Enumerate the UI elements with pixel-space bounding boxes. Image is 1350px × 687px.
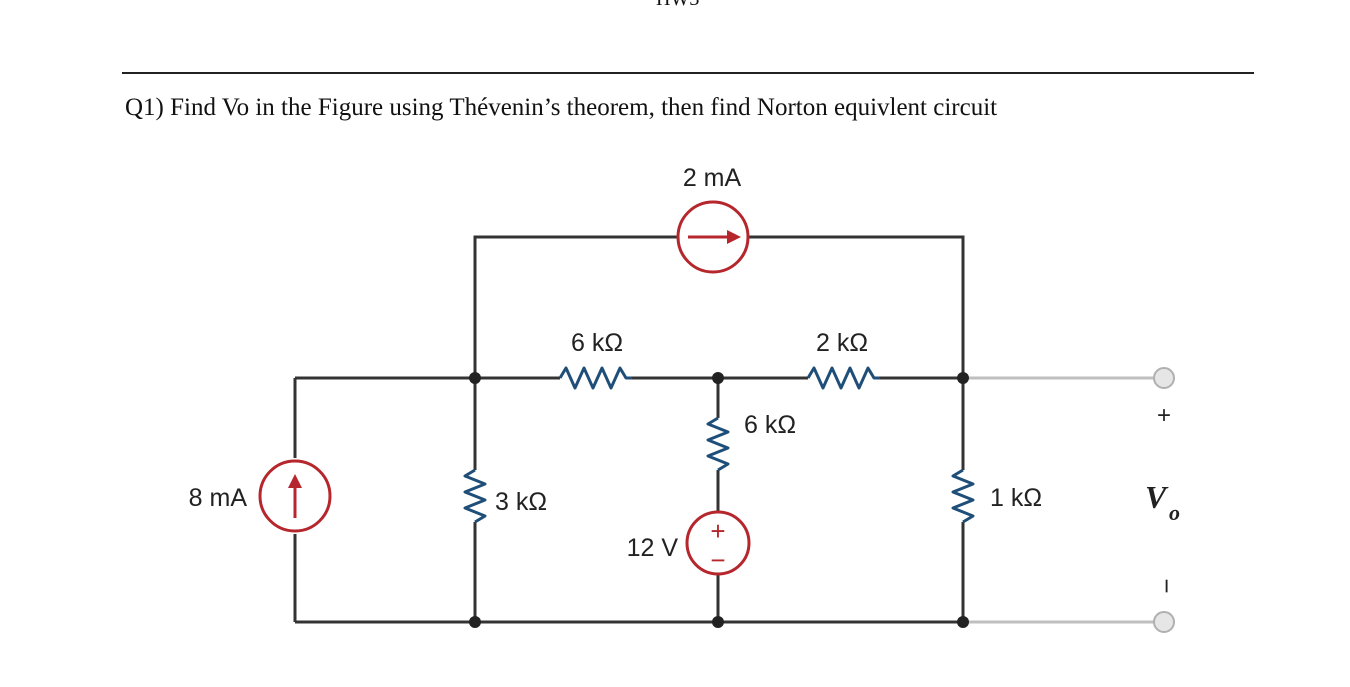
label-2k-top: 2 kΩ xyxy=(816,329,868,357)
current-source-8ma xyxy=(258,459,332,533)
label-3k: 3 kΩ xyxy=(495,488,547,516)
voltage-source-minus-sign: − xyxy=(710,545,725,575)
output-voltage-subscript: o xyxy=(1169,500,1180,525)
voltage-source-plus-sign: + xyxy=(710,516,725,546)
question-text: Q1) Find Vo in the Figure using Thévenin… xyxy=(125,94,998,121)
horizontal-rule xyxy=(122,72,1254,74)
voltage-source-12v: + − xyxy=(685,510,751,576)
label-12v: 12 V xyxy=(627,534,679,562)
output-voltage-label: V xyxy=(1145,479,1169,515)
resistor-3k xyxy=(463,468,487,524)
terminal-minus-sign: − xyxy=(1152,578,1182,593)
output-terminal-top xyxy=(1153,367,1175,389)
header-fragment: HW3 xyxy=(656,0,699,11)
label-1k: 1 kΩ xyxy=(990,484,1042,512)
resistor-1k xyxy=(951,468,975,524)
output-terminal-wires xyxy=(963,376,1155,624)
junction-dots xyxy=(469,372,969,628)
terminal-plus-sign: + xyxy=(1157,402,1171,429)
resistor-2k-top xyxy=(806,366,880,390)
resistor-6k-top xyxy=(558,366,632,390)
label-2ma: 2 mA xyxy=(683,164,742,192)
current-source-2ma xyxy=(676,200,750,274)
resistor-6k-middle xyxy=(706,416,730,472)
output-terminal-bottom xyxy=(1153,611,1175,633)
label-8ma: 8 mA xyxy=(189,484,248,512)
circuit-wires xyxy=(293,235,965,624)
label-6k-middle: 6 kΩ xyxy=(744,411,796,439)
label-6k-top: 6 kΩ xyxy=(571,329,623,357)
